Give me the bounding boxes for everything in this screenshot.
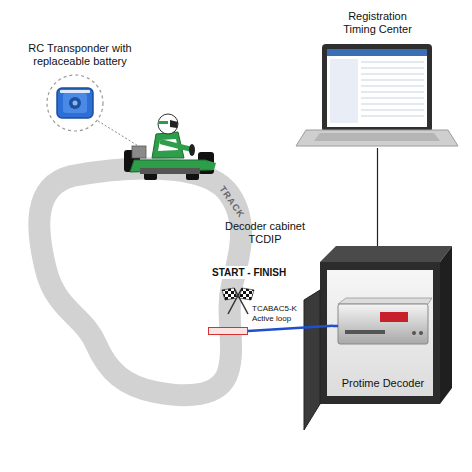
laptop [361,104,424,105]
transponder-callout: RC Transponder with replaceable battery [20,42,140,134]
loop-cable [248,326,333,331]
transponder-icon [69,97,81,109]
transponder-icon [47,75,103,131]
node-text: Registration Timing Center [334,10,422,36]
laptop [361,80,424,81]
laptop [361,62,424,63]
laptop [322,44,432,132]
laptop [361,68,424,69]
laptop [361,74,424,75]
laptop [361,62,424,116]
transponder-icon [57,88,93,118]
laptop [361,92,424,93]
laptop [330,59,358,123]
decoder-cabinet [320,262,440,404]
kart [124,114,216,180]
decoder-unit [412,331,416,335]
decoder-cabinet [304,246,452,430]
laptop [361,86,424,87]
kart [162,142,190,149]
kart [158,114,178,134]
decoder-box: Protime Decoder [333,300,433,392]
decoder-unit [419,331,423,335]
decoder-unit [333,325,338,328]
decoder-cabinet [304,290,320,430]
laptop [361,116,424,117]
laptop [296,130,458,146]
transponder-icon [47,75,103,131]
node-text: TCABAC5-K Active loop [252,304,302,324]
checkered-flags [222,288,254,314]
decoder-cabinet [320,246,452,262]
laptop [296,44,458,146]
timing-laptop: Registration Timing Center [300,10,455,148]
kart [132,146,146,158]
network-cable [377,148,378,246]
start-finish-label: START - FINISH [210,266,288,279]
checkered-flags [222,288,237,300]
decoder-unit [380,312,408,322]
checkered-flags [239,288,254,300]
node-text: RC Transponder with replaceable battery [20,42,140,68]
decoder-unit [338,298,432,304]
kart [140,168,200,174]
decoder-cabinet [327,270,433,396]
leader-line [98,121,140,147]
transponder-icon [60,90,90,93]
transponder-icon [63,93,87,113]
laptop [314,133,440,141]
kart [189,144,195,156]
transponder-icon [73,101,78,106]
laptop [327,49,427,56]
laptop [361,110,424,111]
node-text: Decoder cabinet TCDIP [222,220,308,246]
decoder-unit [338,304,428,344]
kart [206,160,216,170]
active-loop: TCABAC5-K Active loop [208,327,248,335]
kart [170,120,178,128]
decoder-unit [333,298,432,344]
kart [158,121,168,124]
node-text: Protime Decoder [333,377,433,390]
race-track [39,168,241,395]
decoder-cabinet [440,246,452,404]
decoder-cabinet-box: Decoder cabinet TCDIPProtime Decoder [318,246,454,406]
laptop [327,49,427,127]
decoder-unit [345,330,385,334]
laptop [361,98,424,99]
